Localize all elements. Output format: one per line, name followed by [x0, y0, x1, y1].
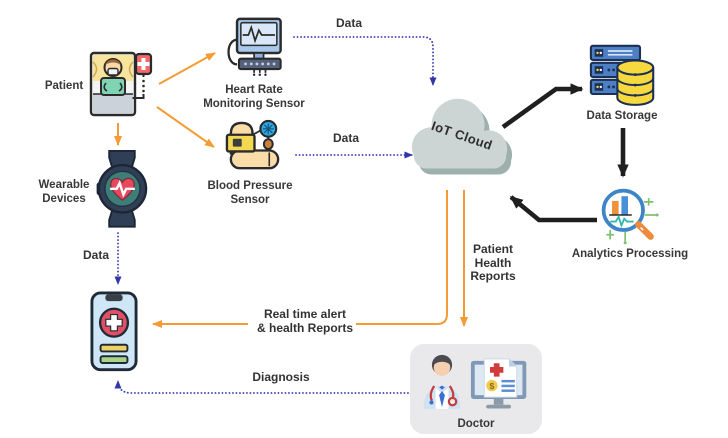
edge-doctor-to-phone: [114, 380, 409, 394]
iot-cloud-node: [404, 86, 518, 192]
patient-phone-node: [90, 291, 138, 372]
data-label-blood-pressure: Data: [332, 131, 359, 145]
edge-cloud-to-phone-segment-right: [356, 190, 448, 325]
data-storage-label: Data Storage: [586, 110, 658, 122]
patient-in-bed-icon: [89, 51, 153, 117]
wearable-devices-node: [95, 150, 148, 228]
patient-label: Patient: [44, 80, 84, 92]
edge-analytics-to-cloud: [509, 195, 597, 223]
edge-patient-to-heart-rate: [158, 52, 216, 85]
patient-node: [88, 50, 154, 120]
diagnosis-label: Diagnosis: [252, 370, 310, 384]
smartwatch-icon: [96, 150, 148, 228]
doctor-figure: [420, 353, 464, 410]
doctor-label: Doctor: [457, 418, 495, 430]
wearable-devices-label: Wearable Devices: [38, 179, 90, 205]
analytics-processing-node: [597, 184, 659, 248]
server-database-icon: [589, 44, 655, 106]
edge-patient-to-blood-pressure: [156, 106, 215, 148]
edge-cloud-to-data-storage: [501, 83, 584, 129]
heart-rate-monitor-icon: [227, 17, 282, 77]
real-time-alert-label: Real time alert & health Reports: [256, 307, 353, 335]
data-label-heart-rate: Data: [335, 16, 362, 30]
magnifier-chart-icon: [601, 188, 659, 245]
blood-pressure-sensor-node: [223, 119, 286, 176]
cloud-icon: [411, 98, 513, 175]
heart-rate-sensor-node: [220, 17, 292, 78]
data-label-wearable: Data: [82, 248, 109, 262]
doctor-monitor: $: [469, 357, 532, 412]
blood-pressure-sensor-label: Blood Pressure Sensor: [207, 180, 293, 206]
doctor-icon: [423, 354, 461, 409]
blood-pressure-cuff-icon: [225, 119, 280, 170]
edge-heart-rate-to-cloud: [293, 36, 437, 86]
dollar-glyph: $: [490, 381, 495, 391]
data-storage-node: [589, 43, 657, 109]
medical-app-phone-icon: [90, 291, 138, 372]
analytics-processing-label: Analytics Processing: [571, 248, 689, 260]
patient-health-reports-label: Patient Health Reports: [470, 242, 516, 283]
heart-rate-sensor-label: Heart Rate Monitoring Sensor: [203, 84, 305, 110]
doctor-node: $ Doctor: [410, 344, 542, 434]
medical-report-monitor-icon: $: [470, 358, 527, 409]
